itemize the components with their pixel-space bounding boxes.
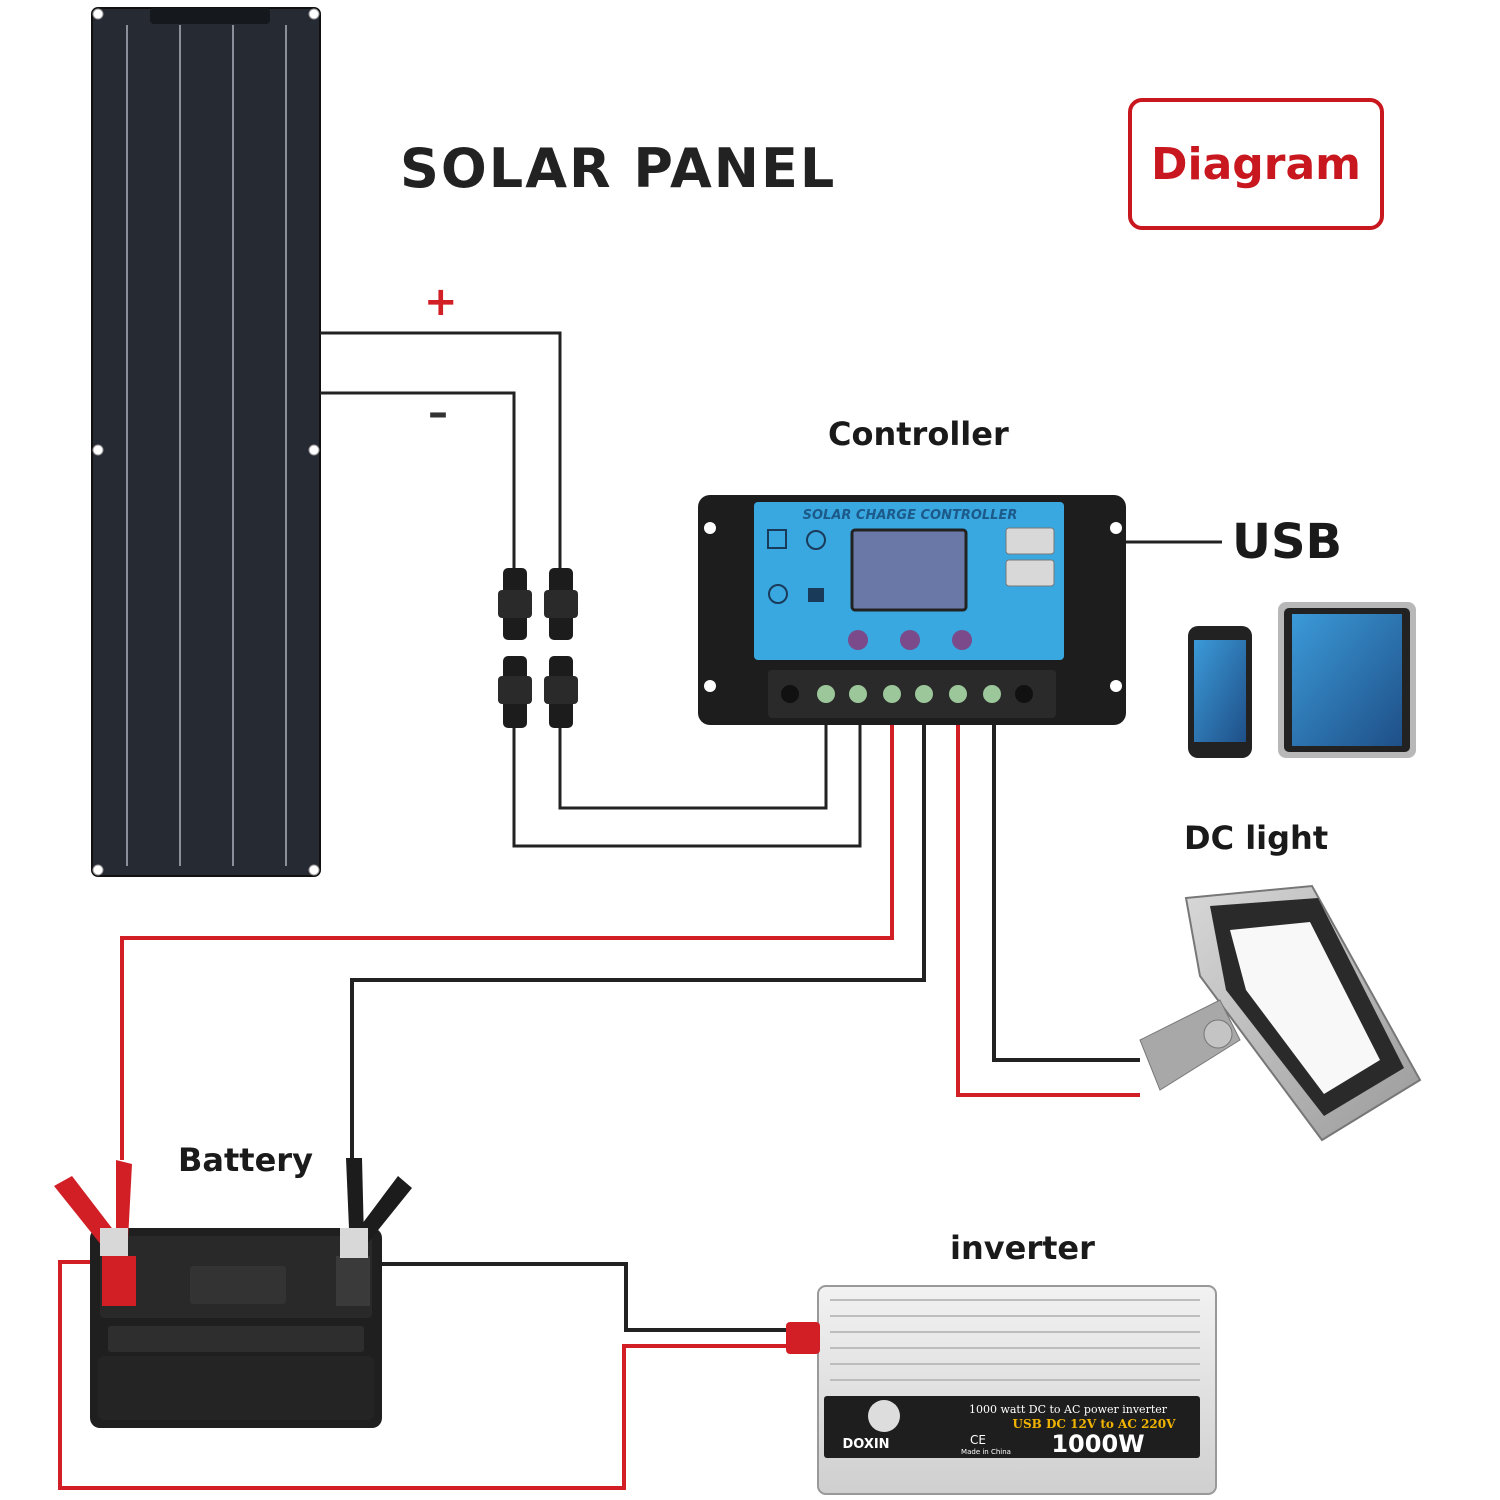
battery-wires xyxy=(120,722,926,1160)
inverter-origin: Made in China xyxy=(961,1448,1011,1456)
inverter-line2: USB DC 12V to AC 220V xyxy=(1013,1417,1177,1431)
inverter-negative-wire xyxy=(380,1262,790,1332)
power-inverter-icon xyxy=(786,1285,1217,1495)
inverter-ce-mark: CE xyxy=(970,1433,986,1447)
alligator-clip-red-icon xyxy=(54,1160,132,1256)
mc4-connector-icon xyxy=(498,568,578,728)
inverter-positive-wire xyxy=(58,1260,790,1490)
load-negative-wire xyxy=(992,722,1140,1062)
positive-terminal-label: + xyxy=(424,279,458,325)
smartphone-icon xyxy=(1188,626,1252,758)
floodlight-icon xyxy=(1139,884,1422,1142)
inverter-wires xyxy=(58,1260,790,1490)
load-positive-wire xyxy=(956,722,1140,1097)
battery-negative-wire xyxy=(350,722,926,1160)
load-wires xyxy=(956,722,1140,1097)
panel-positive-wire xyxy=(320,331,562,568)
tablet-icon xyxy=(1278,602,1416,758)
battery-icon xyxy=(90,1228,382,1428)
connector-to-controller-wire-2 xyxy=(512,722,862,848)
usb-label: USB xyxy=(1232,514,1343,570)
panel-wires xyxy=(320,331,862,848)
inverter-rating: 1000W xyxy=(1051,1430,1144,1458)
diagram-badge: Diagram xyxy=(1128,98,1384,230)
diagram-badge-label: Diagram xyxy=(1150,138,1362,190)
solar-panel-title: SOLAR PANEL xyxy=(400,137,837,200)
inverter-line1: 1000 watt DC to AC power inverter xyxy=(969,1403,1168,1416)
battery-label: Battery xyxy=(178,1141,313,1179)
inverter-brand: DOXIN xyxy=(842,1437,889,1452)
solar-panel-icon xyxy=(91,7,321,877)
controller-panel-header: SOLAR CHARGE CONTROLLER xyxy=(803,508,1018,523)
connector-to-controller-wire-1 xyxy=(558,722,828,810)
controller-label: Controller xyxy=(828,415,1009,453)
battery-positive-wire xyxy=(120,722,894,1160)
negative-terminal-label: – xyxy=(428,390,448,436)
inverter-label: inverter xyxy=(950,1229,1095,1267)
dc-light-label: DC light xyxy=(1184,819,1329,857)
alligator-clip-black-icon xyxy=(340,1158,412,1258)
panel-negative-wire xyxy=(320,391,516,568)
charge-controller-icon xyxy=(698,495,1126,725)
